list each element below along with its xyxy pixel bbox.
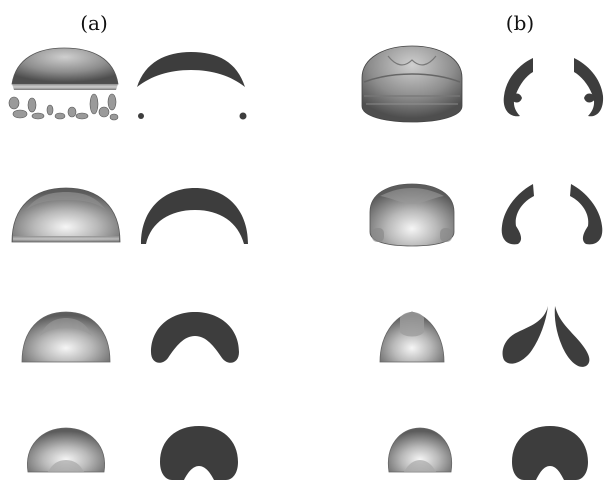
shell-b1 xyxy=(361,45,463,123)
section-a1 xyxy=(137,52,247,120)
shell-a2 xyxy=(11,187,121,243)
panel-label-a: (a) xyxy=(80,11,108,35)
section-a2 xyxy=(141,188,248,244)
shell-a1 xyxy=(8,47,119,121)
shell-b2 xyxy=(369,183,455,247)
section-b1 xyxy=(503,58,604,117)
shell-b4 xyxy=(387,427,453,473)
shell-b3 xyxy=(379,311,445,363)
shell-a3 xyxy=(21,311,111,363)
section-a4 xyxy=(160,426,238,480)
shell-a4 xyxy=(27,427,105,473)
section-b3 xyxy=(502,306,590,367)
panel-label-b: (b) xyxy=(506,11,534,35)
section-b4 xyxy=(512,426,588,480)
section-a3 xyxy=(151,312,239,363)
section-b2 xyxy=(501,184,603,245)
